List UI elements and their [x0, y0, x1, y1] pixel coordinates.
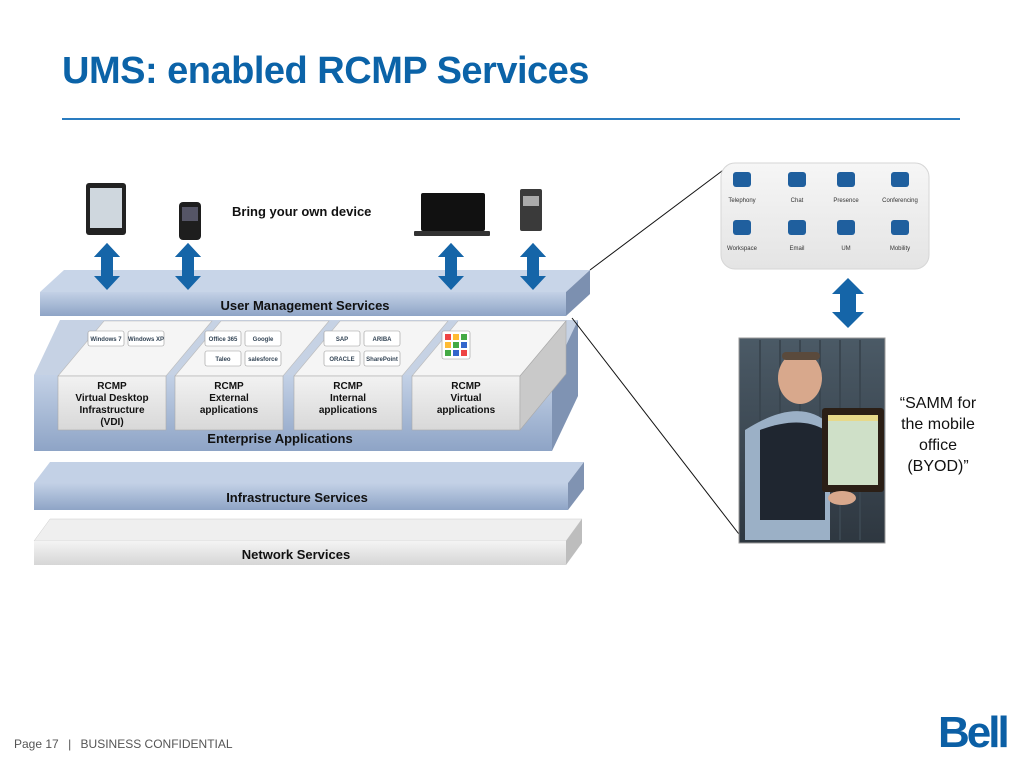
- app-box-label: applications: [200, 405, 259, 416]
- service-label: Telephony: [728, 198, 755, 204]
- confidentiality-label: BUSINESS CONFIDENTIAL: [80, 737, 233, 751]
- vendor-logo: Taleo: [204, 350, 242, 367]
- app-box-label: RCMP: [97, 381, 127, 392]
- app-box-label: RCMP: [451, 381, 481, 392]
- unified-services-panel: Telephony Chat Presence ConferencingWorkspa…: [720, 162, 930, 270]
- vendor-logo: SharePoint: [363, 350, 401, 367]
- vendor-logo: ORACLE: [323, 350, 361, 367]
- app-box-label: RCMP: [214, 381, 244, 392]
- app-box-label: Virtual: [451, 393, 482, 404]
- svg-text:Google: Google: [253, 337, 274, 343]
- app-box-label: Infrastructure: [79, 405, 144, 416]
- byod-label: Bring your own device: [232, 204, 371, 219]
- phone-icon: [733, 172, 751, 187]
- svg-text:ARIBA: ARIBA: [373, 337, 393, 343]
- app-box-label: (VDI): [100, 417, 123, 428]
- network-label: Network Services: [242, 547, 350, 562]
- bell-logo: Bell: [938, 708, 1010, 757]
- vendor-logo: Windows XP: [127, 330, 165, 347]
- svg-text:Office 365: Office 365: [209, 337, 238, 343]
- infrastructure-label: Infrastructure Services: [226, 490, 368, 505]
- group-icon: [891, 172, 909, 187]
- vendor-logo: ARIBA: [363, 330, 401, 347]
- svg-text:SharePoint: SharePoint: [366, 357, 398, 363]
- enterprise-applications-label: Enterprise Applications: [207, 431, 352, 446]
- service-label: Presence: [833, 198, 859, 204]
- mobile-phone-icon: [891, 220, 909, 235]
- vendor-logo: SAP: [323, 330, 361, 347]
- app-box-label: RCMP: [333, 381, 363, 392]
- footer: Page 17 | BUSINESS CONFIDENTIAL: [14, 737, 239, 751]
- network-layer: Network Services: [33, 518, 583, 565]
- photo-caption: “SAMM for the mobile office (BYOD)”: [899, 395, 977, 475]
- svg-text:ORACLE: ORACLE: [329, 357, 354, 363]
- infrastructure-layer: Infrastructure Services: [34, 462, 584, 510]
- app-box-label: applications: [437, 405, 496, 416]
- envelope-icon: [788, 220, 806, 235]
- svg-text:Windows XP: Windows XP: [128, 337, 164, 343]
- vendor-logo: salesforce: [244, 350, 282, 367]
- user-management-layer: User Management Services: [40, 270, 590, 316]
- laptop-icon: [414, 193, 490, 236]
- app-box-label: Virtual Desktop: [75, 393, 148, 404]
- svg-text:salesforce: salesforce: [248, 357, 278, 363]
- service-label: Email: [789, 246, 804, 252]
- callout-line: [571, 317, 743, 539]
- vendor-logo: [441, 330, 471, 360]
- vendor-logo: Office 365: [204, 330, 242, 347]
- globe-mail-icon: [837, 220, 855, 235]
- workspace-icon: [733, 220, 751, 235]
- footer-separator: |: [68, 737, 72, 751]
- title-divider: [62, 118, 960, 120]
- desktop-tower-icon: [520, 189, 542, 231]
- page-number: Page 17: [14, 737, 59, 751]
- service-label: Chat: [791, 198, 804, 204]
- app-box: SAP ARIBA ORACLE SharePointRCMPInternalappl…: [293, 320, 449, 431]
- callout-line: [589, 167, 727, 271]
- tablet-icon: [86, 183, 126, 235]
- person-icon: [837, 172, 855, 187]
- svg-text:Taleo: Taleo: [215, 357, 231, 363]
- service-label: Mobility: [890, 246, 910, 252]
- smartphone-icon: [179, 202, 201, 240]
- vendor-logo: Windows 7: [87, 330, 125, 347]
- slide-title: UMS: enabled RCMP Services: [62, 50, 589, 92]
- app-box-label: External: [209, 393, 249, 404]
- bidirectional-arrow: [832, 278, 864, 328]
- app-box-label: Internal: [330, 393, 366, 404]
- user-management-label: User Management Services: [220, 298, 389, 313]
- service-label: UM: [841, 246, 850, 252]
- app-box-label: applications: [319, 405, 378, 416]
- svg-text:Windows 7: Windows 7: [90, 337, 122, 343]
- service-label: Conferencing: [882, 198, 918, 204]
- officer-photo: [738, 337, 886, 544]
- chat-icon: [788, 172, 806, 187]
- vendor-logo: Google: [244, 330, 282, 347]
- svg-text:SAP: SAP: [336, 337, 348, 343]
- service-label: Workspace: [727, 246, 758, 252]
